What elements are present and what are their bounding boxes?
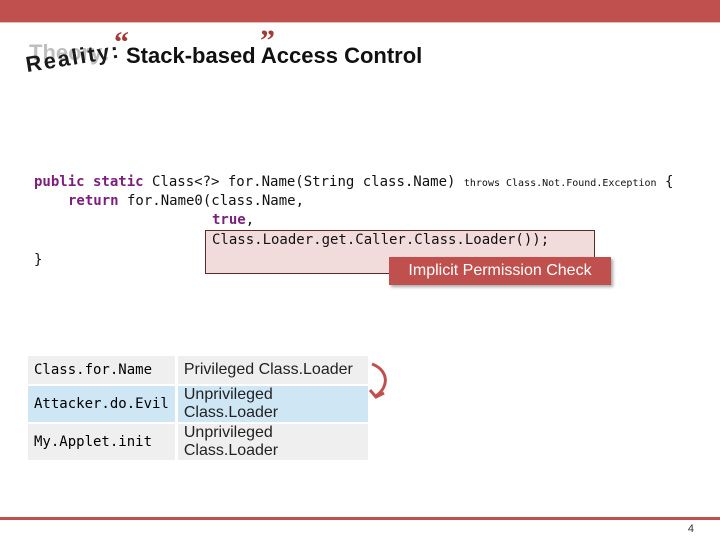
stack-row: Attacker.do.Evil Unprivileged Class.Load… xyxy=(28,384,368,423)
code-keyword: return xyxy=(68,193,119,209)
stack-frame: Class.for.Name xyxy=(28,356,178,385)
call-stack-table: Class.for.Name Privileged Class.Loader A… xyxy=(28,356,368,460)
code-text: , xyxy=(245,212,255,228)
curved-arrow-icon xyxy=(368,362,387,399)
code-text: } xyxy=(34,252,43,268)
stack-loader: Unprivileged Class.Loader xyxy=(176,384,368,423)
code-line-3: true, xyxy=(212,212,254,228)
open-quote: “ xyxy=(114,26,129,59)
code-keyword: public static xyxy=(34,174,144,190)
stack-row: Class.for.Name Privileged Class.Loader xyxy=(28,356,368,385)
stack-loader: Unprivileged Class.Loader xyxy=(176,422,368,460)
close-quote: ” xyxy=(260,24,275,57)
code-text: for.Name0(class.Name, xyxy=(118,193,305,209)
code-text: Class<?> for.Name(String class.Name) xyxy=(143,174,464,190)
code-text: Class.Loader.get.Caller.Class.Loader()); xyxy=(212,232,550,248)
code-line-1: public static Class<?> for.Name(String c… xyxy=(34,174,673,190)
stack-frame: My.Applet.init xyxy=(28,422,178,460)
code-brace: { xyxy=(656,174,674,190)
code-line-5: } xyxy=(34,252,42,268)
footer-divider xyxy=(0,517,720,520)
implicit-permission-callout: Implicit Permission Check xyxy=(389,257,611,285)
code-line-4: Class.Loader.get.Caller.Class.Loader()); xyxy=(212,232,549,248)
header-divider xyxy=(0,22,720,23)
code-keyword: true xyxy=(212,212,246,228)
code-line-2: return for.Name0(class.Name, xyxy=(68,193,304,209)
page-number: 4 xyxy=(687,523,694,535)
header-bar xyxy=(0,0,720,22)
code-throws: throws Class.Not.Found.Exception xyxy=(463,178,657,189)
title-main-text: Stack-based Access Control xyxy=(126,43,423,68)
stack-frame: Attacker.do.Evil xyxy=(28,384,178,423)
stack-row: My.Applet.init Unprivileged Class.Loader xyxy=(28,422,368,460)
slide-title: Theory: Reality: “ Stack-based Access Co… xyxy=(24,24,688,80)
stack-loader: Privileged Class.Loader xyxy=(176,356,368,385)
title-ghost-text: Theory: xyxy=(29,40,110,65)
